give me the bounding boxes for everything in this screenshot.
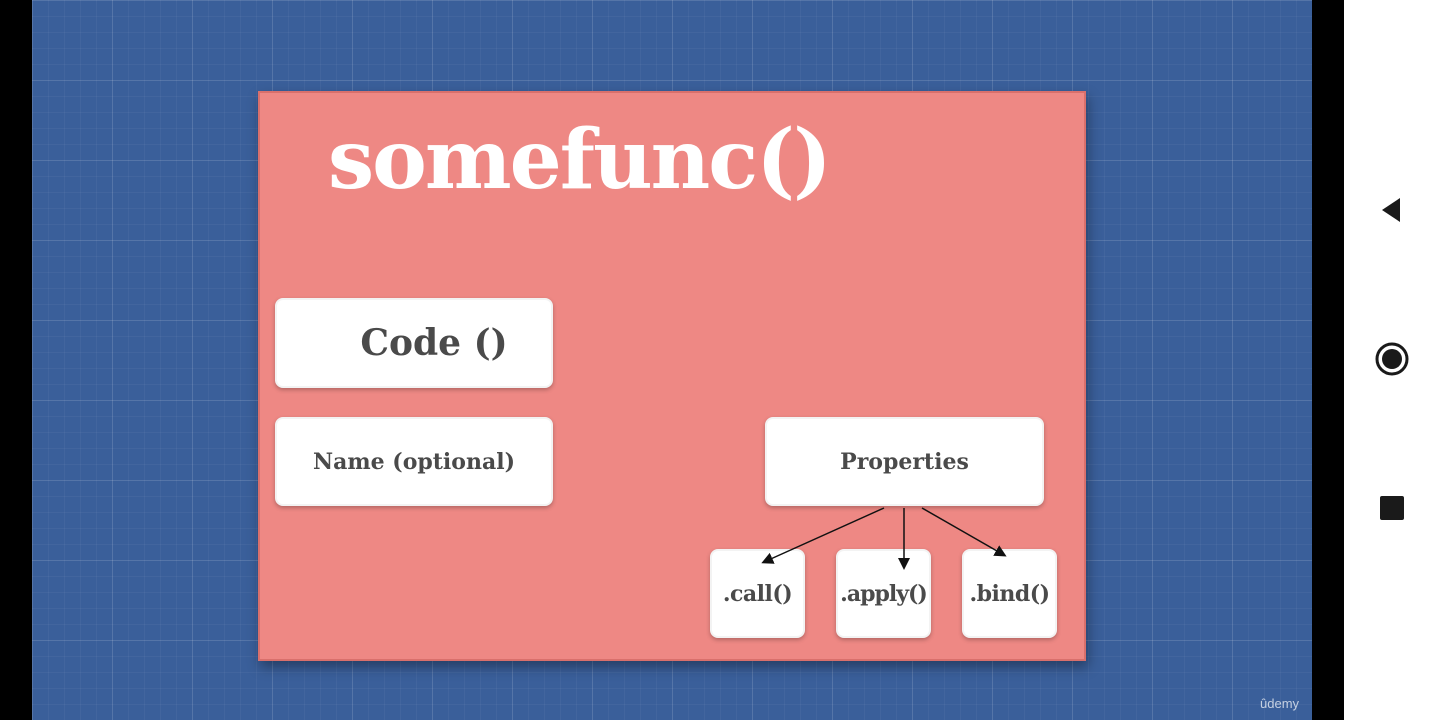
code-box: Code () [275,298,553,388]
recents-button[interactable] [1370,486,1414,530]
back-triangle-icon [1382,198,1400,222]
bind-box: .bind() [962,549,1057,638]
letterbox-right [1312,0,1344,720]
back-button[interactable] [1370,188,1414,232]
call-box: .call() [710,549,805,638]
home-circle-icon [1375,342,1409,376]
recents-square-icon [1380,496,1404,520]
home-button[interactable] [1370,337,1414,381]
udemy-watermark: ûdemy [1260,696,1300,711]
name-box: Name (optional) [275,417,553,506]
slide-title: somefunc() [328,112,832,208]
apply-box: .apply() [836,549,931,638]
properties-box: Properties [765,417,1044,506]
letterbox-left [0,0,32,720]
